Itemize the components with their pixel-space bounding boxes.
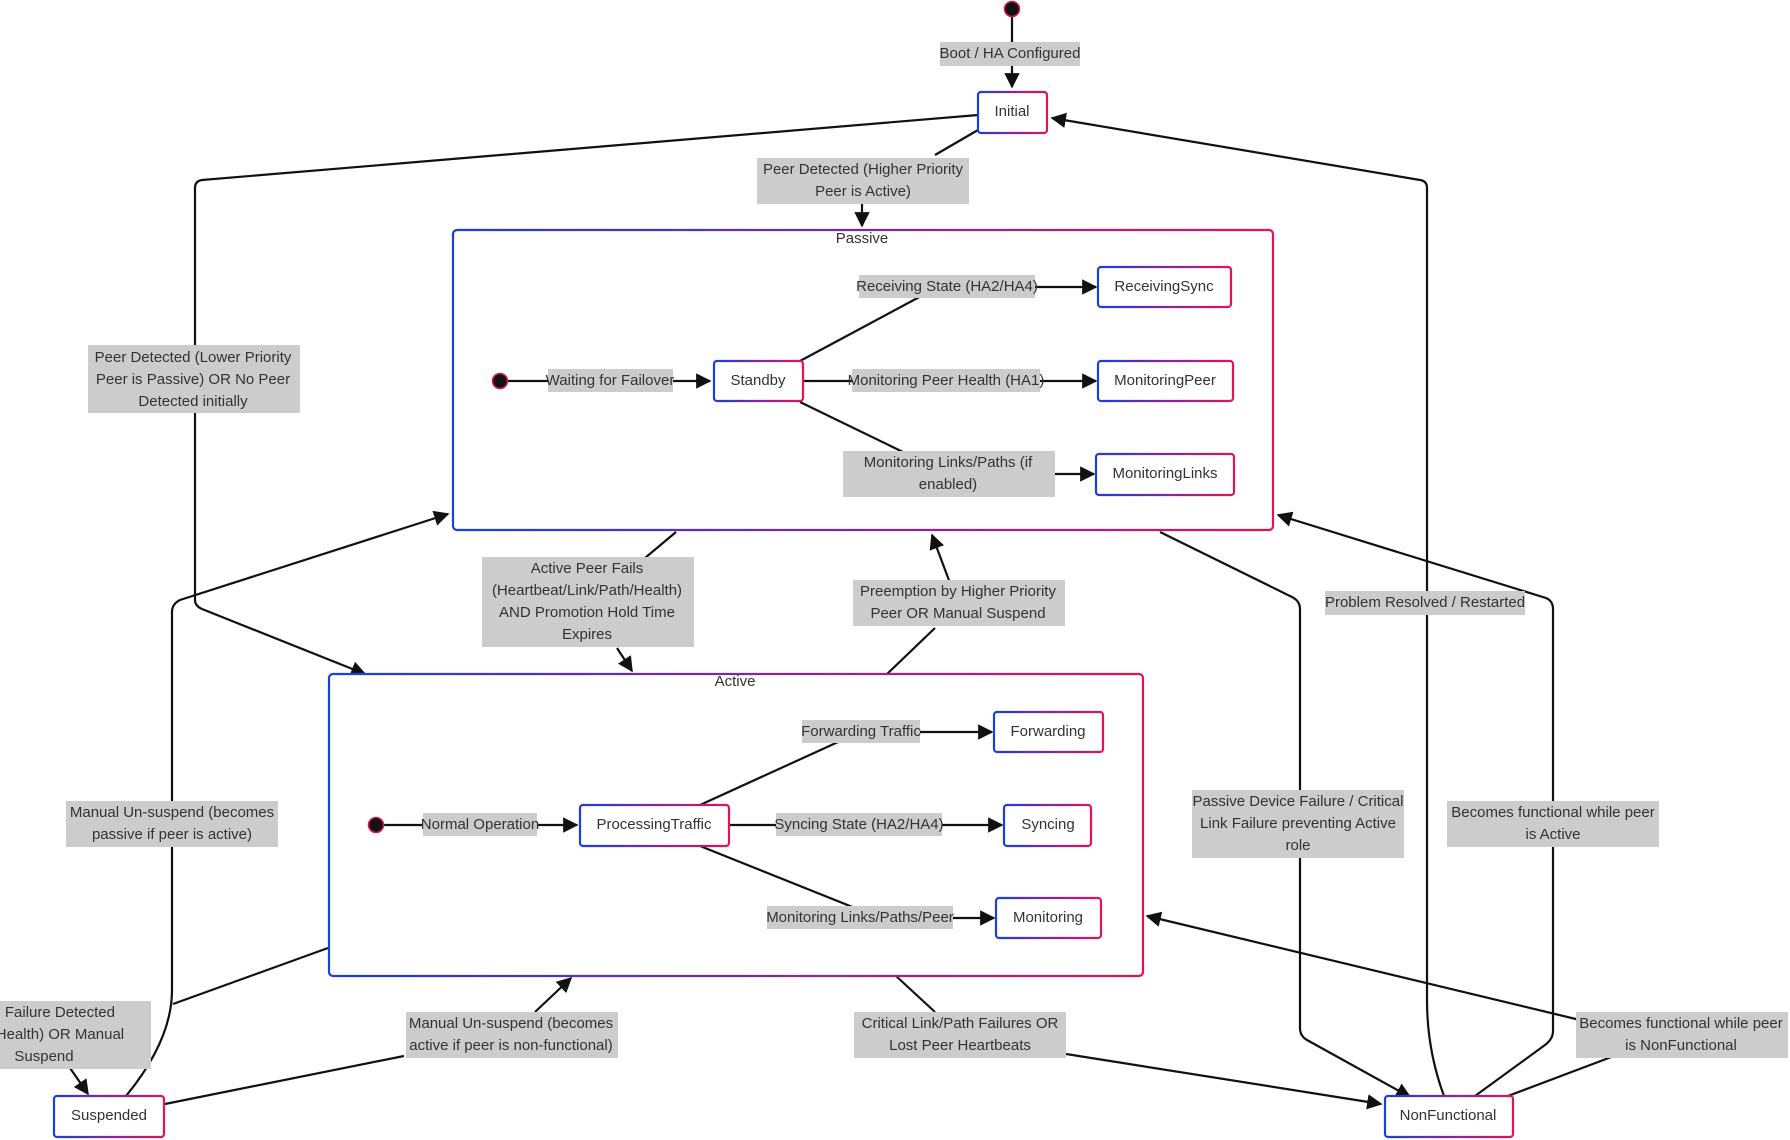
svg-text:is NonFunctional: is NonFunctional — [1625, 1037, 1737, 1054]
svg-text:Monitoring Links/Paths/Peer: Monitoring Links/Paths/Peer — [766, 909, 954, 926]
svg-text:Boot / HA Configured: Boot / HA Configured — [940, 45, 1081, 62]
svg-text:Active Peer Fails: Active Peer Fails — [531, 560, 644, 577]
svg-text:Detected initially: Detected initially — [138, 393, 248, 410]
svg-text:Syncing State (HA2/HA4): Syncing State (HA2/HA4) — [774, 816, 943, 833]
state-monitoring-links[interactable]: MonitoringLinks — [1094, 452, 1236, 497]
svg-text:role: role — [1285, 837, 1310, 854]
label-problem-resolved: Problem Resolved / Restarted — [1325, 591, 1525, 615]
state-processing-traffic-label: ProcessingTraffic — [596, 816, 712, 833]
svg-text:al Health) OR Manual: al Health) OR Manual — [0, 1026, 124, 1043]
svg-text:is Active: is Active — [1525, 826, 1580, 843]
svg-text:Becomes functional while peer: Becomes functional while peer — [1579, 1015, 1782, 1032]
svg-text:Suspend: Suspend — [14, 1048, 73, 1065]
state-monitoring-label: Monitoring — [1013, 909, 1083, 926]
edge-critical-link-failures — [895, 975, 1381, 1104]
svg-text:Manual Un-suspend (becomes: Manual Un-suspend (becomes — [409, 1015, 613, 1032]
edge-active-peer-fails — [616, 531, 677, 671]
svg-text:Expires: Expires — [562, 626, 612, 643]
svg-text:Becomes functional while peer: Becomes functional while peer — [1451, 804, 1654, 821]
state-nonfunctional-label: NonFunctional — [1400, 1107, 1497, 1124]
svg-text:Critical Link/Path Failures OR: Critical Link/Path Failures OR — [862, 1015, 1059, 1032]
label-syncing-state: Syncing State (HA2/HA4) — [774, 813, 944, 836]
label-monitoring-links-paths-peer: Monitoring Links/Paths/Peer — [766, 906, 954, 929]
label-passive-device-failure: Passive Device Failure / Critical Link F… — [1192, 790, 1404, 858]
svg-text:Peer is Passive) OR No Peer: Peer is Passive) OR No Peer — [96, 371, 290, 388]
initial-pseudostate-top — [1003, 0, 1021, 18]
state-monitoring-peer-label: MonitoringPeer — [1114, 372, 1216, 389]
svg-text:Forwarding Traffic: Forwarding Traffic — [801, 723, 921, 740]
label-waiting-failover: Waiting for Failover — [546, 369, 675, 392]
state-standby-label: Standby — [730, 372, 786, 389]
label-peer-higher: Peer Detected (Higher Priority Peer is A… — [757, 158, 969, 204]
label-functional-peer-active: Becomes functional while peer is Active — [1447, 801, 1659, 847]
label-preemption: Preemption by Higher Priority Peer OR Ma… — [853, 580, 1065, 626]
edge-peer-higher — [862, 129, 979, 226]
state-receiving-sync-label: ReceivingSync — [1114, 278, 1214, 295]
svg-text:Peer Detected (Higher Priority: Peer Detected (Higher Priority — [763, 161, 964, 178]
initial-dot-passive-inner — [491, 372, 509, 390]
state-forwarding-label: Forwarding — [1010, 723, 1085, 740]
state-initial-label: Initial — [994, 103, 1029, 120]
svg-text:Monitoring Peer Health (HA1): Monitoring Peer Health (HA1) — [848, 372, 1045, 389]
label-active-peer-fails: Active Peer Fails (Heartbeat/Link/Path/H… — [482, 557, 694, 647]
svg-text:Link Failure preventing Active: Link Failure preventing Active — [1200, 815, 1396, 832]
svg-text:Receiving State (HA2/HA4): Receiving State (HA2/HA4) — [856, 278, 1038, 295]
state-syncing[interactable]: Syncing — [1002, 803, 1093, 848]
state-suspended[interactable]: Suspended — [52, 1094, 166, 1139]
label-peer-lower: Peer Detected (Lower Priority Peer is Pa… — [88, 345, 300, 413]
edge-problem-resolved — [1050, 112, 1446, 1097]
state-processing-traffic[interactable]: ProcessingTraffic — [578, 803, 731, 848]
label-forwarding-traffic: Forwarding Traffic — [801, 720, 921, 743]
state-monitoring-peer[interactable]: MonitoringPeer — [1096, 359, 1235, 403]
svg-text:(Heartbeat/Link/Path/Health): (Heartbeat/Link/Path/Health) — [492, 582, 682, 599]
svg-text:Lost Peer Heartbeats: Lost Peer Heartbeats — [889, 1037, 1031, 1054]
label-receiving-state: Receiving State (HA2/HA4) — [856, 275, 1038, 298]
composite-passive-title: Passive — [836, 230, 889, 247]
state-receiving-sync[interactable]: ReceivingSync — [1096, 265, 1233, 309]
initial-dot-active-inner — [367, 816, 385, 834]
svg-text:active if peer is non-function: active if peer is non-functional) — [409, 1037, 612, 1054]
state-suspended-label: Suspended — [71, 1107, 147, 1124]
label-manual-unsuspend-active: Manual Un-suspend (becomes active if pee… — [406, 1012, 618, 1058]
state-monitoring-links-label: MonitoringLinks — [1112, 465, 1217, 482]
label-manual-unsuspend-passive: Manual Un-suspend (becomes passive if pe… — [66, 801, 278, 847]
edge-preemption — [885, 535, 952, 676]
state-monitoring[interactable]: Monitoring — [994, 896, 1103, 940]
label-functional-peer-nonfunctional: Becomes functional while peer is NonFunc… — [1576, 1012, 1788, 1058]
composite-active-title: Active — [715, 673, 756, 690]
svg-text:Waiting for Failover: Waiting for Failover — [546, 372, 675, 389]
state-initial[interactable]: Initial — [976, 90, 1049, 135]
label-critical-link-failures: Critical Link/Path Failures OR Lost Peer… — [854, 1012, 1066, 1058]
state-forwarding[interactable]: Forwarding — [992, 710, 1105, 754]
svg-text:Peer OR Manual Suspend: Peer OR Manual Suspend — [870, 605, 1045, 622]
svg-text:enabled): enabled) — [919, 476, 977, 493]
svg-text:Peer is Active): Peer is Active) — [815, 183, 911, 200]
svg-text:Preemption by Higher Priority: Preemption by Higher Priority — [860, 583, 1056, 600]
svg-text:AND Promotion Hold Time: AND Promotion Hold Time — [499, 604, 675, 621]
label-monitoring-links-paths: Monitoring Links/Paths (if enabled) — [843, 451, 1055, 497]
state-standby[interactable]: Standby — [712, 359, 805, 403]
edge-monitoring-links-paths-line — [799, 401, 1094, 474]
edge-internal-failure — [69, 946, 329, 1094]
state-syncing-label: Syncing — [1021, 816, 1074, 833]
label-normal-operation: Normal Operation — [421, 813, 539, 836]
edge-functional-peer-nonfunctional — [1147, 916, 1615, 1098]
svg-text:Problem Resolved / Restarted: Problem Resolved / Restarted — [1325, 594, 1525, 611]
label-boot: Boot / HA Configured — [940, 42, 1081, 66]
svg-text:Peer Detected (Lower Priority: Peer Detected (Lower Priority — [95, 349, 292, 366]
svg-text:passive if peer is active): passive if peer is active) — [92, 826, 252, 843]
svg-text:Passive Device Failure / Criti: Passive Device Failure / Critical — [1193, 793, 1404, 810]
label-monitoring-peer-health: Monitoring Peer Health (HA1) — [848, 369, 1045, 392]
svg-text:Monitoring Links/Paths (if: Monitoring Links/Paths (if — [864, 454, 1033, 471]
svg-text:al Failure Detected: al Failure Detected — [0, 1004, 115, 1021]
svg-text:Manual Un-suspend (becomes: Manual Un-suspend (becomes — [70, 804, 274, 821]
label-internal-failure: al Failure Detected al Health) OR Manual… — [0, 1001, 151, 1069]
state-nonfunctional[interactable]: NonFunctional — [1383, 1094, 1515, 1139]
edge-manual-unsuspend-active — [164, 978, 571, 1106]
svg-text:Normal Operation: Normal Operation — [421, 816, 539, 833]
